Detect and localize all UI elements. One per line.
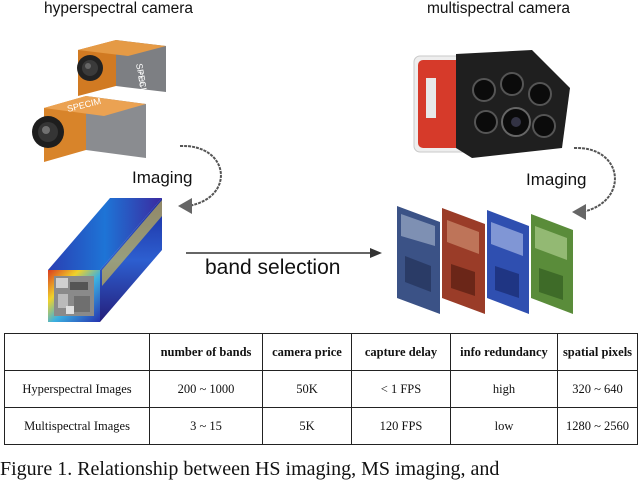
hyperspectral-cube-image	[48, 198, 162, 322]
table-cell: 200 ~ 1000	[149, 370, 263, 408]
hs-camera-model-label: FX10	[136, 71, 145, 87]
multispectral-camera-image	[413, 50, 570, 158]
table-row-label: Multispectral Images	[4, 407, 150, 445]
multispectral-camera-heading: multispectral camera	[427, 0, 570, 17]
table-row-label: Hyperspectral Images	[4, 370, 150, 408]
table-header-cell: camera price	[262, 333, 352, 371]
table-row: Multispectral Images 3 ~ 15 5K 120 FPS l…	[4, 407, 638, 445]
figure-caption: Figure 1. Relationship between HS imagin…	[0, 458, 500, 480]
imaging-label-left: Imaging	[132, 168, 193, 187]
table-cell: < 1 FPS	[351, 370, 451, 408]
band-selection-label: band selection	[205, 256, 341, 279]
table-cell: 3 ~ 15	[149, 407, 263, 445]
table-cell: 1280 ~ 2560	[557, 407, 638, 445]
curved-arrow-left-icon	[178, 144, 222, 214]
band-selection-arrow-icon	[186, 248, 382, 258]
imaging-label-right: Imaging	[526, 170, 587, 189]
multispectral-bands-image	[397, 206, 573, 314]
table-header-cell: capture delay	[351, 333, 451, 371]
hyperspectral-camera-image: SPECIM SPECIM FX10	[32, 40, 166, 162]
table-cell: 50K	[262, 370, 352, 408]
table-cell: 5K	[262, 407, 352, 445]
table-cell: 320 ~ 640	[557, 370, 638, 408]
table-row: Hyperspectral Images 200 ~ 1000 50K < 1 …	[4, 370, 638, 408]
table-header-row: number of bands camera price capture del…	[4, 333, 638, 371]
table-cell: 120 FPS	[351, 407, 451, 445]
table-cell: high	[450, 370, 558, 408]
comparison-table: number of bands camera price capture del…	[4, 333, 638, 445]
table-header-cell: number of bands	[149, 333, 263, 371]
table-header-cell	[4, 333, 150, 371]
curved-arrow-right-icon	[572, 146, 616, 220]
table-header-cell: info redundancy	[450, 333, 558, 371]
hyperspectral-camera-heading: hyperspectral camera	[44, 0, 194, 17]
table-header-cell: spatial pixels	[557, 333, 638, 371]
table-cell: low	[450, 407, 558, 445]
